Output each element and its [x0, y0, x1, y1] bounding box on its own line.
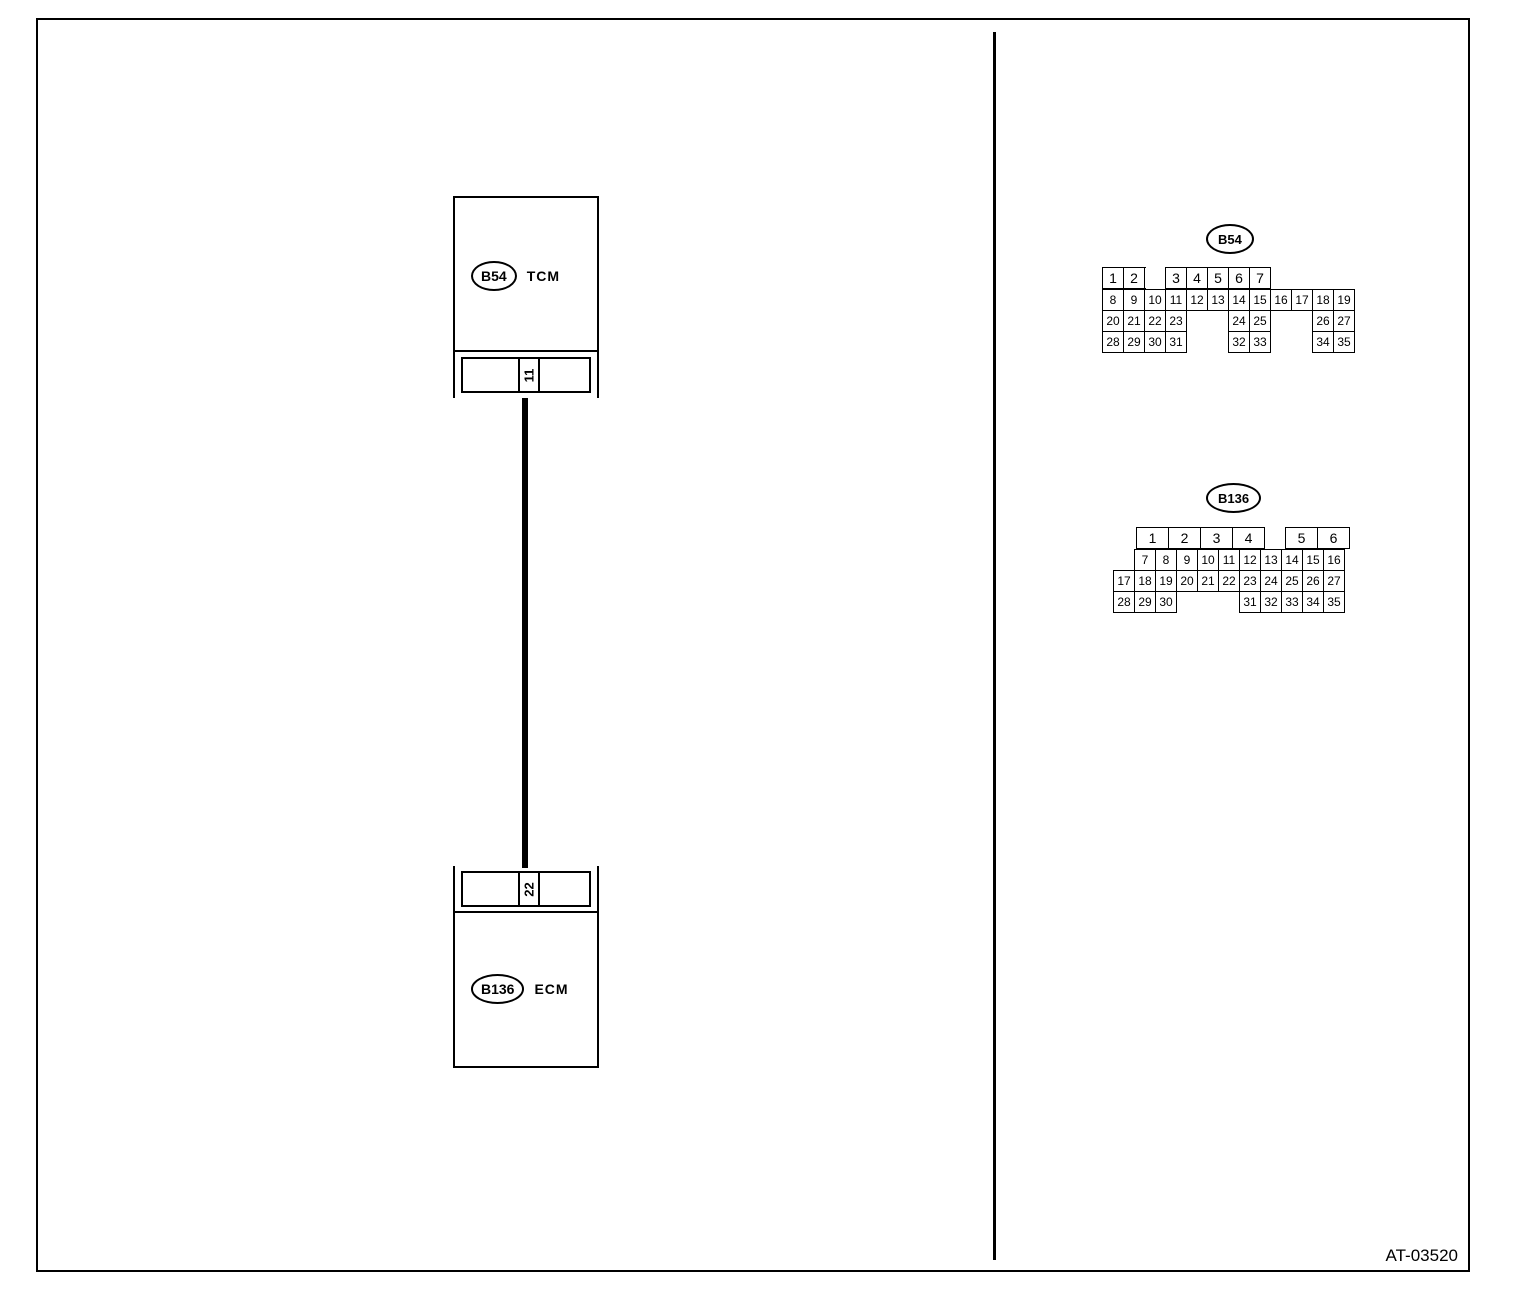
b136-pin: 2 — [1168, 527, 1201, 549]
b54-pin: 4 — [1186, 267, 1208, 289]
tcm-pin-cell: 11 — [518, 357, 540, 393]
b136-pin: 20 — [1176, 570, 1198, 592]
b54-pin: 11 — [1165, 289, 1187, 311]
b54-pin: 32 — [1228, 331, 1250, 353]
b136-pinout-title: B136 — [1206, 483, 1262, 513]
b54-pinout-title: B54 — [1206, 224, 1254, 254]
b54-pin: 29 — [1123, 331, 1145, 353]
b54-pin: 3 — [1165, 267, 1187, 289]
harness-wire — [522, 398, 528, 868]
ecm-connector-code: B136 — [471, 974, 525, 1004]
b136-pin: 12 — [1239, 549, 1261, 571]
b54-pin: 28 — [1102, 331, 1124, 353]
b54-pin: 9 — [1123, 289, 1145, 311]
b54-pin: 21 — [1123, 310, 1145, 332]
b54-oval: B54 — [1206, 224, 1254, 254]
b136-pin: 35 — [1323, 591, 1345, 613]
b54-row: 1 2 3 4 5 6 7 — [1102, 267, 1271, 289]
b54-pin: 5 — [1207, 267, 1229, 289]
b136-pin: 21 — [1197, 570, 1219, 592]
diagram-frame — [36, 18, 1470, 1272]
tcm-pin-number: 11 — [521, 368, 537, 382]
b136-pin: 24 — [1260, 570, 1282, 592]
b54-pin: 15 — [1249, 289, 1271, 311]
b54-pin: 6 — [1228, 267, 1250, 289]
b54-pin: 24 — [1228, 310, 1250, 332]
b136-pin: 34 — [1302, 591, 1324, 613]
b54-pin: 7 — [1249, 267, 1271, 289]
b136-pin: 31 — [1239, 591, 1261, 613]
b136-pin: 33 — [1281, 591, 1303, 613]
b136-pinout-grid-top: 1 2 3 4 5 6 — [1136, 527, 1350, 549]
b54-pin: 13 — [1207, 289, 1229, 311]
ecm-connector: 22 — [453, 866, 599, 912]
b136-pin: 8 — [1155, 549, 1177, 571]
b54-pin: 33 — [1249, 331, 1271, 353]
b54-pin: 31 — [1165, 331, 1187, 353]
b136-pin: 30 — [1155, 591, 1177, 613]
b136-pin: 16 — [1323, 549, 1345, 571]
b54-pin: 19 — [1333, 289, 1355, 311]
b136-pin: 22 — [1218, 570, 1240, 592]
b54-pin: 34 — [1312, 331, 1334, 353]
ecm-pin-cell: 22 — [518, 871, 540, 907]
tcm-connector: 11 — [453, 352, 599, 398]
ecm-label: B136 ECM — [471, 974, 569, 1004]
b136-pin: 13 — [1260, 549, 1282, 571]
b54-pin: 16 — [1270, 289, 1292, 311]
b136-pin: 29 — [1134, 591, 1156, 613]
b136-pin: 4 — [1232, 527, 1265, 549]
b54-pin: 20 — [1102, 310, 1124, 332]
b136-pin: 11 — [1218, 549, 1240, 571]
b54-pinout-grid-body: 8 9 10 11 12 13 14 15 16 17 18 19 20 21 … — [1102, 289, 1355, 353]
b136-pin: 3 — [1200, 527, 1233, 549]
b136-pin: 7 — [1134, 549, 1156, 571]
tcm-unit: B54 TCM — [453, 196, 599, 352]
tcm-name: TCM — [526, 268, 561, 284]
b54-pin: 26 — [1312, 310, 1334, 332]
b136-pin: 17 — [1113, 570, 1135, 592]
b136-pin: 23 — [1239, 570, 1261, 592]
figure-id: AT-03520 — [1385, 1246, 1458, 1265]
b136-pin: 9 — [1176, 549, 1198, 571]
b136-pin: 18 — [1134, 570, 1156, 592]
b136-pin: 15 — [1302, 549, 1324, 571]
b136-pin: 27 — [1323, 570, 1345, 592]
tcm-label: B54 TCM — [471, 261, 560, 291]
b136-pin: 32 — [1260, 591, 1282, 613]
b54-pin: 14 — [1228, 289, 1250, 311]
b136-pin: 28 — [1113, 591, 1135, 613]
b54-pin: 2 — [1123, 267, 1145, 289]
b136-pinout-grid-body: 7 8 9 10 11 12 13 14 15 16 17 18 19 20 2… — [1113, 549, 1345, 613]
b136-pin: 19 — [1155, 570, 1177, 592]
b136-pin: 5 — [1285, 527, 1318, 549]
b54-pin: 10 — [1144, 289, 1166, 311]
b54-pin: 12 — [1186, 289, 1208, 311]
b136-pin: 6 — [1317, 527, 1350, 549]
b54-pin: 27 — [1333, 310, 1355, 332]
b54-pin: 23 — [1165, 310, 1187, 332]
b54-pin: 35 — [1333, 331, 1355, 353]
tcm-connector-code: B54 — [471, 261, 517, 291]
b54-pin: 30 — [1144, 331, 1166, 353]
ecm-unit: B136 ECM — [453, 911, 599, 1068]
ecm-name: ECM — [534, 981, 569, 997]
b136-oval: B136 — [1206, 483, 1262, 513]
b54-pin: 22 — [1144, 310, 1166, 332]
b54-pin: 17 — [1291, 289, 1313, 311]
b136-pin: 14 — [1281, 549, 1303, 571]
b54-pin: 1 — [1102, 267, 1124, 289]
b136-pin: 10 — [1197, 549, 1219, 571]
panel-divider — [993, 32, 996, 1260]
b54-pinout-grid: 1 2 3 4 5 6 7 — [1102, 267, 1271, 289]
b136-pin: 26 — [1302, 570, 1324, 592]
b54-pin: 8 — [1102, 289, 1124, 311]
b136-pin: 25 — [1281, 570, 1303, 592]
b54-pin: 18 — [1312, 289, 1334, 311]
b54-pin: 25 — [1249, 310, 1271, 332]
b136-pin: 1 — [1136, 527, 1169, 549]
ecm-pin-number: 22 — [521, 881, 537, 897]
